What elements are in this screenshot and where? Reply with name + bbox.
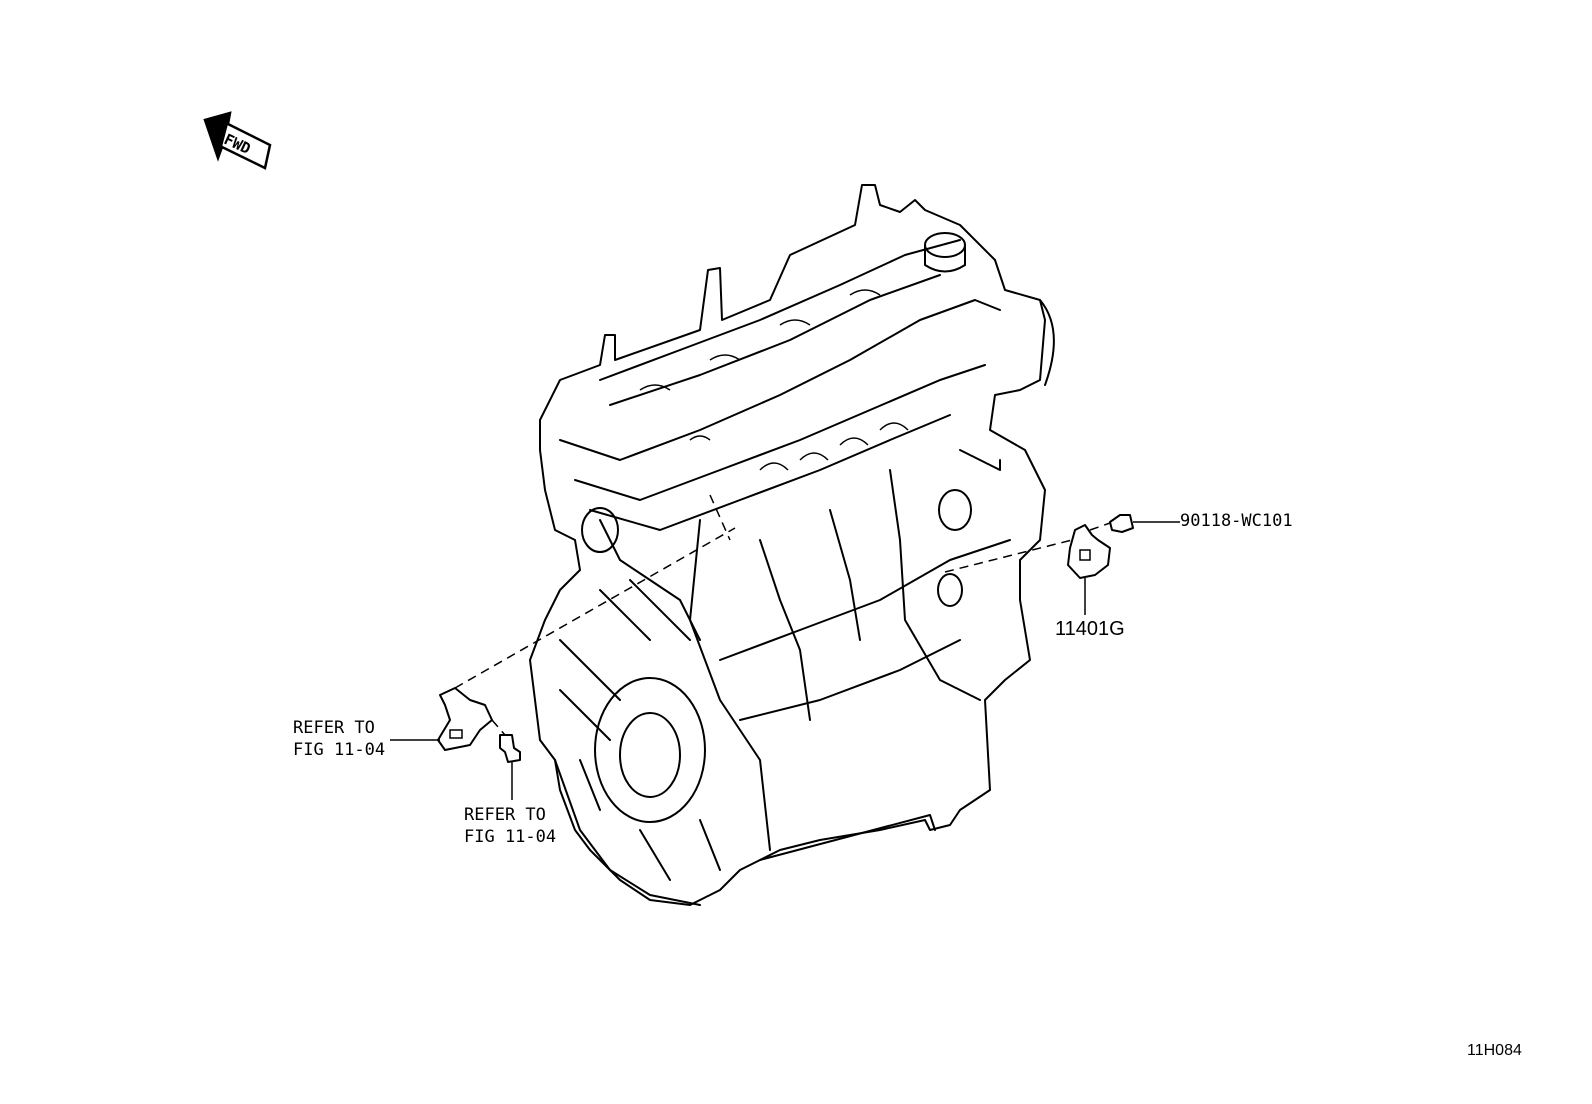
engine-assembly — [529, 184, 1055, 906]
cam-sensor-part — [437, 687, 493, 751]
knock-sensor-part — [1067, 524, 1111, 579]
callout-refer2-line1: REFER TO — [464, 805, 546, 825]
callout-refer2-line2: FIG 11-04 — [464, 827, 557, 847]
callout-refer1-line2: FIG 11-04 — [293, 740, 386, 760]
figure-code: 11H084 — [1467, 1042, 1522, 1059]
fwd-arrow-icon: FWD — [203, 111, 272, 170]
callout-refer1-line1: REFER TO — [293, 718, 375, 738]
bolt-right-part — [1109, 514, 1134, 533]
callout-sensor: 11401G — [1055, 618, 1125, 640]
bolt-left-part — [499, 734, 521, 763]
callout-bolt: 90118-WC101 — [1180, 511, 1293, 531]
